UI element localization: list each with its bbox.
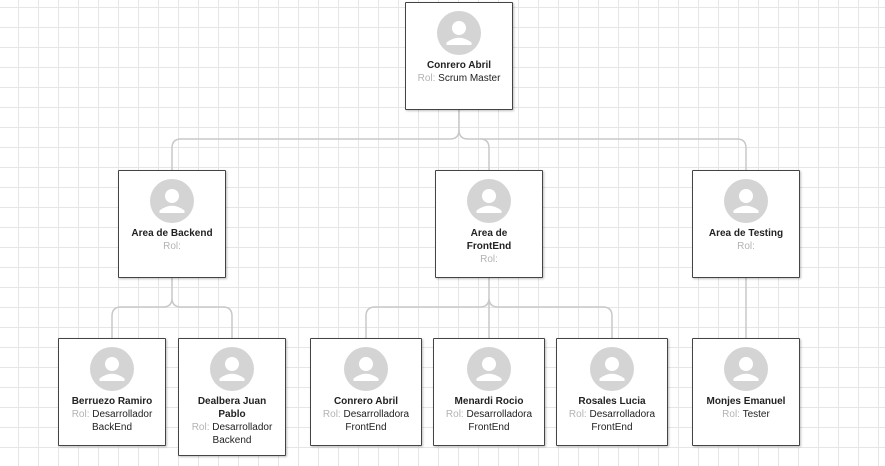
user-avatar-icon — [724, 347, 768, 391]
node-name: Berruezo Ramiro — [71, 396, 153, 407]
role-label: Rol: — [417, 73, 436, 84]
role-label: Rol: — [722, 409, 740, 420]
connector-frontend-children — [365, 278, 613, 338]
node-role: Scrum Master — [438, 73, 501, 84]
node-name: Area de Backend — [131, 228, 213, 239]
user-avatar-icon — [344, 347, 388, 391]
org-node-monjes-emanuel[interactable]: Monjes Emanuel Rol: Tester — [692, 338, 800, 446]
org-node-rosales-lucia[interactable]: Rosales Lucia Rol: Desarrolladora FrontE… — [556, 338, 668, 446]
role-label: Rol: — [71, 409, 90, 420]
node-name: Rosales Lucia — [578, 396, 646, 407]
user-avatar-icon — [467, 179, 511, 223]
role-label: Rol: — [737, 241, 755, 252]
node-name: Conrero Abril — [426, 60, 492, 71]
node-role: Desarrollador Backend — [212, 422, 273, 446]
org-node-conrero-abril-frontend[interactable]: Conrero Abril Rol: Desarrolladora FrontE… — [310, 338, 422, 446]
org-node-area-de-frontend[interactable]: Area de FrontEnd Rol: — [435, 170, 543, 278]
org-node-menardi-rocio[interactable]: Menardi Rocio Rol: Desarrolladora FrontE… — [433, 338, 545, 446]
connector-backend-children — [111, 278, 233, 338]
node-role: Desarrolladora FrontEnd — [343, 409, 410, 433]
org-node-dealbera-juan-pablo[interactable]: Dealbera Juan Pablo Rol: Desarrollador B… — [178, 338, 286, 456]
node-name: Monjes Emanuel — [706, 396, 786, 407]
user-avatar-icon — [724, 179, 768, 223]
node-name: Dealbera Juan Pablo — [197, 396, 267, 420]
node-role: Desarrolladora FrontEnd — [589, 409, 656, 433]
node-name: Area de FrontEnd — [466, 228, 512, 252]
node-name: Conrero Abril — [333, 396, 399, 407]
org-node-conrero-abril-root[interactable]: Conrero Abril Rol: Scrum Master — [405, 2, 513, 110]
node-name: Area de Testing — [708, 228, 784, 239]
role-label: Rol: — [480, 254, 498, 265]
role-label: Rol: — [322, 409, 341, 420]
role-label: Rol: — [191, 422, 210, 433]
org-node-berruezo-ramiro[interactable]: Berruezo Ramiro Rol: Desarrollador BackE… — [58, 338, 166, 446]
user-avatar-icon — [210, 347, 254, 391]
user-avatar-icon — [90, 347, 134, 391]
node-role: Desarrollador BackEnd — [91, 409, 153, 433]
user-avatar-icon — [590, 347, 634, 391]
node-role: Tester — [742, 409, 770, 420]
user-avatar-icon — [437, 11, 481, 55]
user-avatar-icon — [150, 179, 194, 223]
node-name: Menardi Rocio — [454, 396, 524, 407]
role-label: Rol: — [163, 241, 181, 252]
org-node-area-de-testing[interactable]: Area de Testing Rol: — [692, 170, 800, 278]
user-avatar-icon — [467, 347, 511, 391]
connector-root-children — [171, 110, 747, 170]
role-label: Rol: — [568, 409, 587, 420]
role-label: Rol: — [445, 409, 464, 420]
org-node-area-de-backend[interactable]: Area de Backend Rol: — [118, 170, 226, 278]
node-role: Desarrolladora FrontEnd — [466, 409, 533, 433]
